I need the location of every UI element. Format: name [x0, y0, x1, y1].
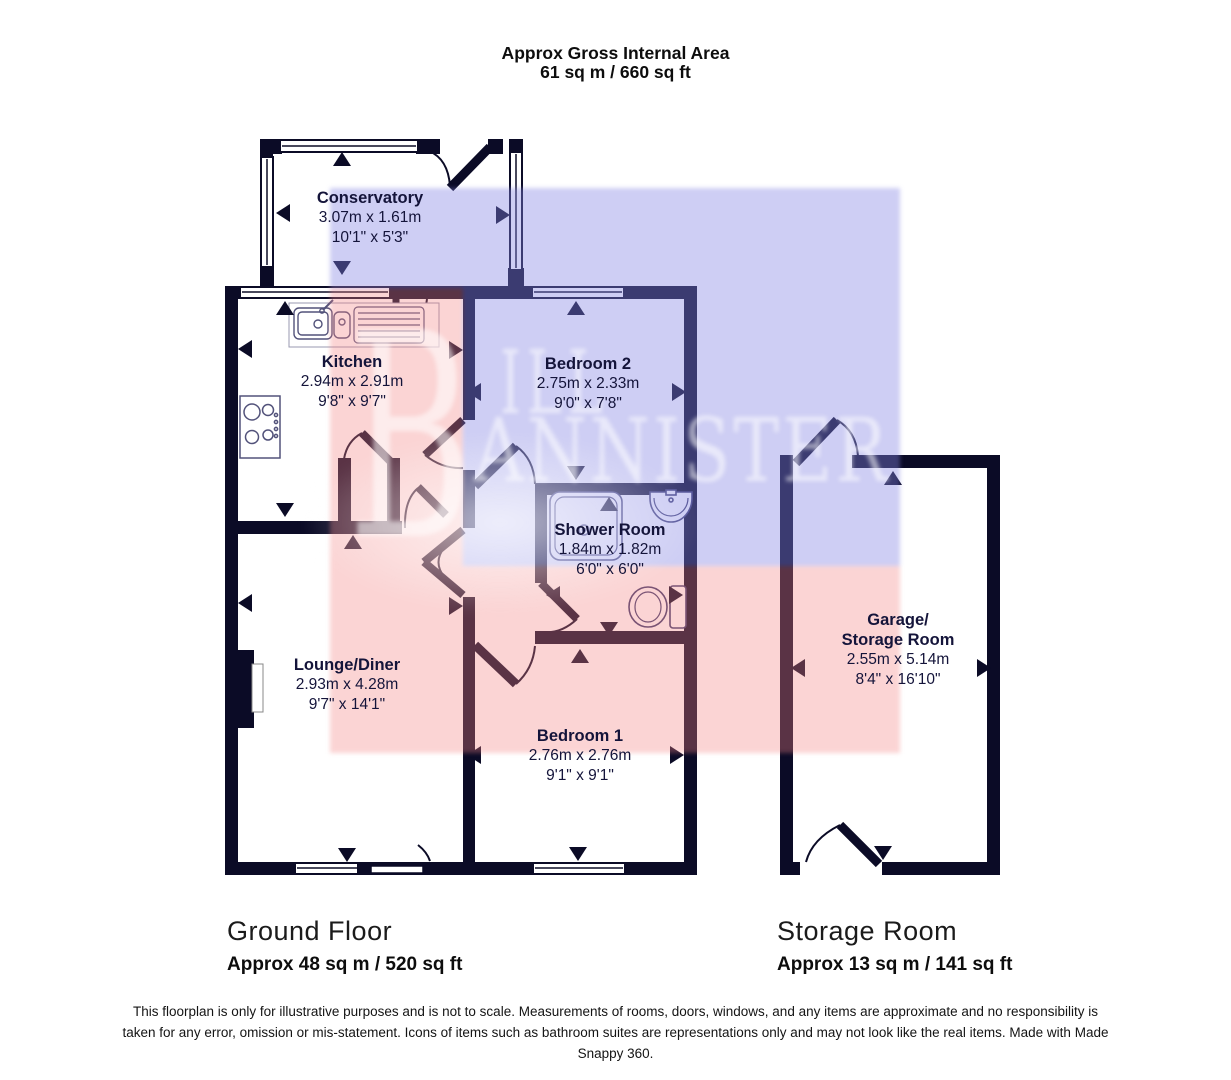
arrow-left-icon — [238, 340, 252, 358]
arrow-up-icon — [571, 649, 589, 663]
garage-door-opening — [800, 862, 882, 875]
room-label-kitchen: Kitchen 2.94m x 2.91m 9'8" x 9'7" — [257, 352, 447, 412]
room-size-imperial: 8'4" x 16'10" — [855, 671, 941, 688]
arrow-left-icon — [276, 204, 290, 222]
conservatory-door-arc — [428, 150, 451, 187]
arrow-left-icon — [467, 383, 481, 401]
floor-area: Approx 13 sq m / 141 sq ft — [777, 954, 1013, 975]
room-label-garage: Garage/ Storage Room 2.55m x 5.14m 8'4" … — [803, 610, 993, 690]
gross-area-title: Approx Gross Internal Area — [501, 43, 730, 63]
arrow-down-icon — [874, 846, 892, 860]
cupboard-door-leaf — [359, 430, 393, 464]
arrow-up-icon — [884, 471, 902, 485]
gross-internal-area-heading: Approx Gross Internal Area 61 sq m / 660… — [502, 44, 730, 82]
arrow-right-icon — [496, 206, 510, 224]
room-name: Bedroom 1 — [536, 727, 624, 745]
arrow-right-icon — [449, 341, 463, 359]
room-size-metric: 3.07m x 1.61m — [318, 209, 422, 226]
room-name: Lounge/Diner — [293, 656, 401, 674]
room-size-metric: 2.76m x 2.76m — [528, 747, 632, 764]
room-size-metric: 2.93m x 4.28m — [295, 676, 399, 693]
arrow-right-icon — [670, 746, 684, 764]
room-name: Kitchen — [321, 353, 383, 371]
room-name: Bedroom 2 — [544, 355, 632, 373]
room-size-imperial: 9'7" x 14'1" — [308, 696, 386, 713]
hearth-icon — [251, 663, 264, 713]
room-name: Conservatory — [316, 189, 424, 207]
garage-top-door-leaf — [792, 416, 841, 467]
arrow-up-icon — [567, 301, 585, 315]
arrow-down-icon — [276, 503, 294, 517]
arrow-left-icon — [238, 594, 252, 612]
arrow-right-icon — [449, 597, 463, 615]
fireplace-icon — [237, 650, 254, 728]
room-name: Garage/ — [867, 611, 929, 629]
arrow-up-icon — [344, 535, 362, 549]
gross-area-value: 61 sq m / 660 sq ft — [540, 62, 691, 82]
arrow-up-icon — [276, 301, 294, 315]
arrow-left-icon — [791, 659, 805, 677]
room-label-bedroom1: Bedroom 1 2.76m x 2.76m 9'1" x 9'1" — [485, 726, 675, 786]
room-size-metric: 2.94m x 2.91m — [300, 373, 404, 390]
room-label-bedroom2: Bedroom 2 2.75m x 2.33m 9'0" x 7'8" — [493, 354, 683, 414]
bedroom1-door-leaf — [471, 641, 520, 688]
room-size-imperial: 6'0" x 6'0" — [576, 561, 644, 578]
ground-floor-caption: Ground Floor Approx 48 sq m / 520 sq ft — [227, 916, 462, 976]
room-size-imperial: 9'8" x 9'7" — [318, 393, 386, 410]
room-name: Shower Room — [554, 521, 666, 539]
arrow-right-icon — [672, 383, 686, 401]
room-size-imperial: 9'1" x 9'1" — [546, 767, 614, 784]
room-label-shower-room: Shower Room 1.84m x 1.82m 6'0" x 6'0" — [515, 520, 705, 580]
bedroom2-door-leaf — [471, 442, 520, 490]
floor-name: Storage Room — [777, 916, 958, 946]
room-label-lounge-diner: Lounge/Diner 2.93m x 4.28m 9'7" x 14'1" — [252, 655, 442, 715]
disclaimer-text: This floorplan is only for illustrative … — [122, 1004, 1109, 1061]
room-size-metric: 2.75m x 2.33m — [536, 375, 640, 392]
garage-bottom-door-leaf — [836, 821, 883, 868]
arrow-down-icon — [569, 847, 587, 861]
windows — [239, 139, 882, 875]
lounge-door-leaf — [370, 865, 424, 874]
arrow-down-icon — [567, 466, 585, 480]
arrow-down-icon — [338, 848, 356, 862]
room-size-imperial: 9'0" x 7'8" — [554, 395, 622, 412]
conservatory-door-leaf — [446, 143, 494, 192]
floor-area: Approx 48 sq m / 520 sq ft — [227, 954, 463, 975]
arrow-up-icon — [333, 152, 351, 166]
arrow-left-icon — [467, 746, 481, 764]
arrow-down-icon — [600, 622, 618, 636]
room-label-conservatory: Conservatory 3.07m x 1.61m 10'1" x 5'3" — [275, 188, 465, 248]
room-name-line2: Storage Room — [841, 631, 955, 649]
storage-room-caption: Storage Room Approx 13 sq m / 141 sq ft — [777, 916, 1012, 976]
hob-icon — [239, 395, 281, 459]
room-size-metric: 1.84m x 1.82m — [558, 541, 662, 558]
arrow-down-icon — [333, 261, 351, 275]
sink-icon — [288, 299, 440, 348]
arrow-right-icon — [977, 659, 991, 677]
room-size-metric: 2.55m x 5.14m — [846, 651, 950, 668]
room-size-imperial: 10'1" x 5'3" — [331, 229, 409, 246]
floor-name: Ground Floor — [227, 916, 393, 946]
